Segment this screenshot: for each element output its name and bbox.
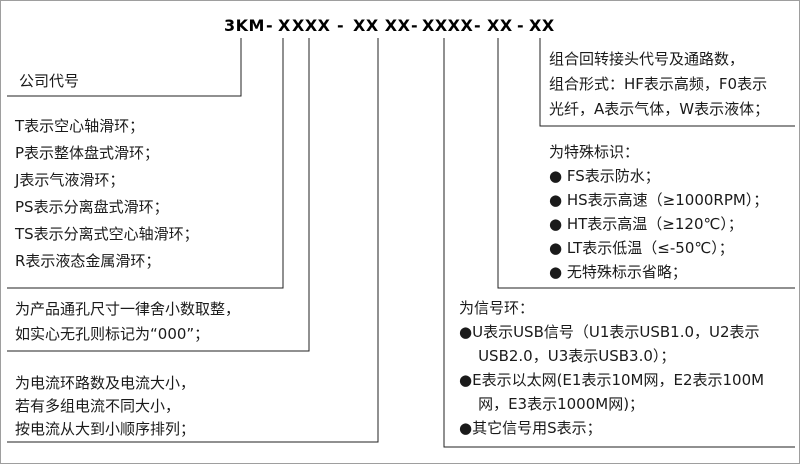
text-line: 为特殊标识： — [549, 143, 640, 161]
text-line: 组合形式：HF表示高频，F0表示 — [549, 75, 768, 93]
model-segment-company: 3KM — [224, 16, 265, 35]
note-company-code: 公司代号 — [19, 69, 79, 93]
text-line: 按电流从大到小顺序排列； — [15, 420, 196, 438]
text-line: 为信号环： — [459, 299, 535, 317]
text-line: ●其它信号用S表示； — [459, 419, 602, 437]
text-line: PS表示分离盘式滑环； — [15, 198, 169, 216]
text-line: 如实心无孔则标记为“000”； — [15, 325, 210, 343]
note-slip-ring-type: T表示空心轴滑环； P表示整体盘式滑环； J表示气液滑环； PS表示分离盘式滑环； TS… — [15, 113, 199, 275]
note-special-marks: 为特殊标识： ● FS表示防水； ● HS表示高速（≥1000RPM）； ● HT表示… — [549, 140, 768, 284]
text-line: USB2.0，U3表示USB3.0）； — [459, 347, 676, 365]
text-line: 为电流环路数及电流大小， — [15, 374, 196, 392]
note-current-rings: 为电流环路数及电流大小， 若有多组电流不同大小， 按电流从大到小顺序排列； — [15, 372, 195, 441]
model-segment-current: XX XX — [353, 16, 411, 35]
connector-line-signal — [443, 38, 795, 448]
connector-line-combo — [539, 38, 795, 127]
model-segment-type: X — [278, 16, 291, 35]
segment-separator: - — [411, 16, 419, 35]
connector-line-company — [7, 38, 242, 97]
text-line: ● HT表示高温（≥120℃）； — [549, 215, 743, 233]
model-segment-combo: XX — [529, 16, 555, 35]
text-line: ● HS表示高速（≥1000RPM）； — [549, 191, 769, 209]
note-signal-rings: 为信号环： ●U表示USB信号（U1表示USB1.0，U2表示 USB2.0，U3… — [459, 296, 764, 440]
text-line: 光纤，A表示气体，W表示液体； — [549, 100, 770, 118]
text-line: J表示气液滑环； — [15, 171, 125, 189]
text-line: 若有多组电流不同大小， — [15, 397, 181, 415]
connector-line-current — [7, 38, 379, 443]
text-line: 组合回转接头代号及通路数， — [549, 50, 745, 68]
text-line: TS表示分离式空心轴滑环； — [15, 225, 199, 243]
text-line: T表示空心轴滑环； — [15, 117, 145, 135]
model-segment-signal: XXXX — [422, 16, 474, 35]
segment-separator: - — [266, 16, 274, 35]
model-segment-special: XX — [487, 16, 513, 35]
connector-line-bore — [7, 38, 310, 352]
note-bore-size: 为产品通孔尺寸一律舍小数取整， 如实心无孔则标记为“000”； — [15, 297, 240, 347]
text-line: ●E表示以太网(E1表示10M网，E2表示100M — [459, 371, 765, 389]
segment-separator: - — [474, 16, 482, 35]
segment-separator: - — [337, 16, 345, 35]
text-line: 公司代号 — [19, 72, 80, 90]
text-line: R表示液态金属滑环； — [15, 252, 161, 270]
text-line: P表示整体盘式滑环； — [15, 144, 160, 162]
connector-line-type — [7, 38, 284, 289]
segment-separator: - — [517, 16, 525, 35]
connector-line-special — [497, 38, 795, 289]
note-combo-joint: 组合回转接头代号及通路数， 组合形式：HF表示高频，F0表示光纤，A表示气体，W表… — [549, 47, 769, 122]
text-line: 为产品通孔尺寸一律舍小数取整， — [15, 300, 241, 318]
text-line: ● 无特殊标示省略； — [549, 263, 687, 281]
text-line: ● FS表示防水； — [549, 167, 660, 185]
model-segment-bore: XXX — [292, 16, 331, 35]
text-line: 网，E3表示1000M网)； — [459, 395, 645, 413]
text-line: ● LT表示低温（≤-50℃）； — [549, 239, 734, 257]
text-line: ●U表示USB信号（U1表示USB1.0，U2表示 — [459, 323, 760, 341]
